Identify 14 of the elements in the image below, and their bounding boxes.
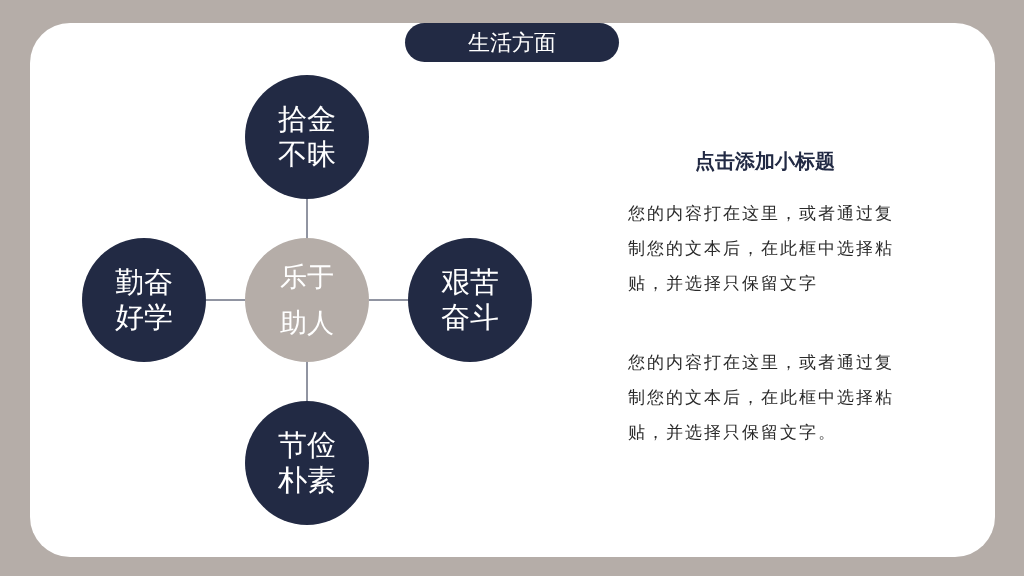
- node-label: 勤奋好学: [114, 265, 174, 335]
- node-label: 节俭朴素: [277, 428, 337, 498]
- node-label: 乐于助人: [279, 260, 335, 340]
- connector-line: [368, 299, 409, 301]
- node-label: 生活方面: [468, 28, 556, 57]
- body-text: 您的内容打在这里，或者通过复制您的文本后，在此框中选择粘贴，并选择只保留文字: [628, 202, 895, 295]
- connector-line: [205, 299, 246, 301]
- node-label: 拾金不昧: [277, 102, 337, 172]
- connector-line: [306, 198, 308, 239]
- body-text: 您的内容打在这里，或者通过复制您的文本后，在此框中选择粘贴，并选择只保留文字。: [628, 351, 895, 444]
- subtitle: 点击添加小标题: [695, 148, 835, 174]
- node-label: 艰苦奋斗: [440, 265, 500, 335]
- title-pill: [405, 23, 619, 62]
- connector-line: [306, 361, 308, 402]
